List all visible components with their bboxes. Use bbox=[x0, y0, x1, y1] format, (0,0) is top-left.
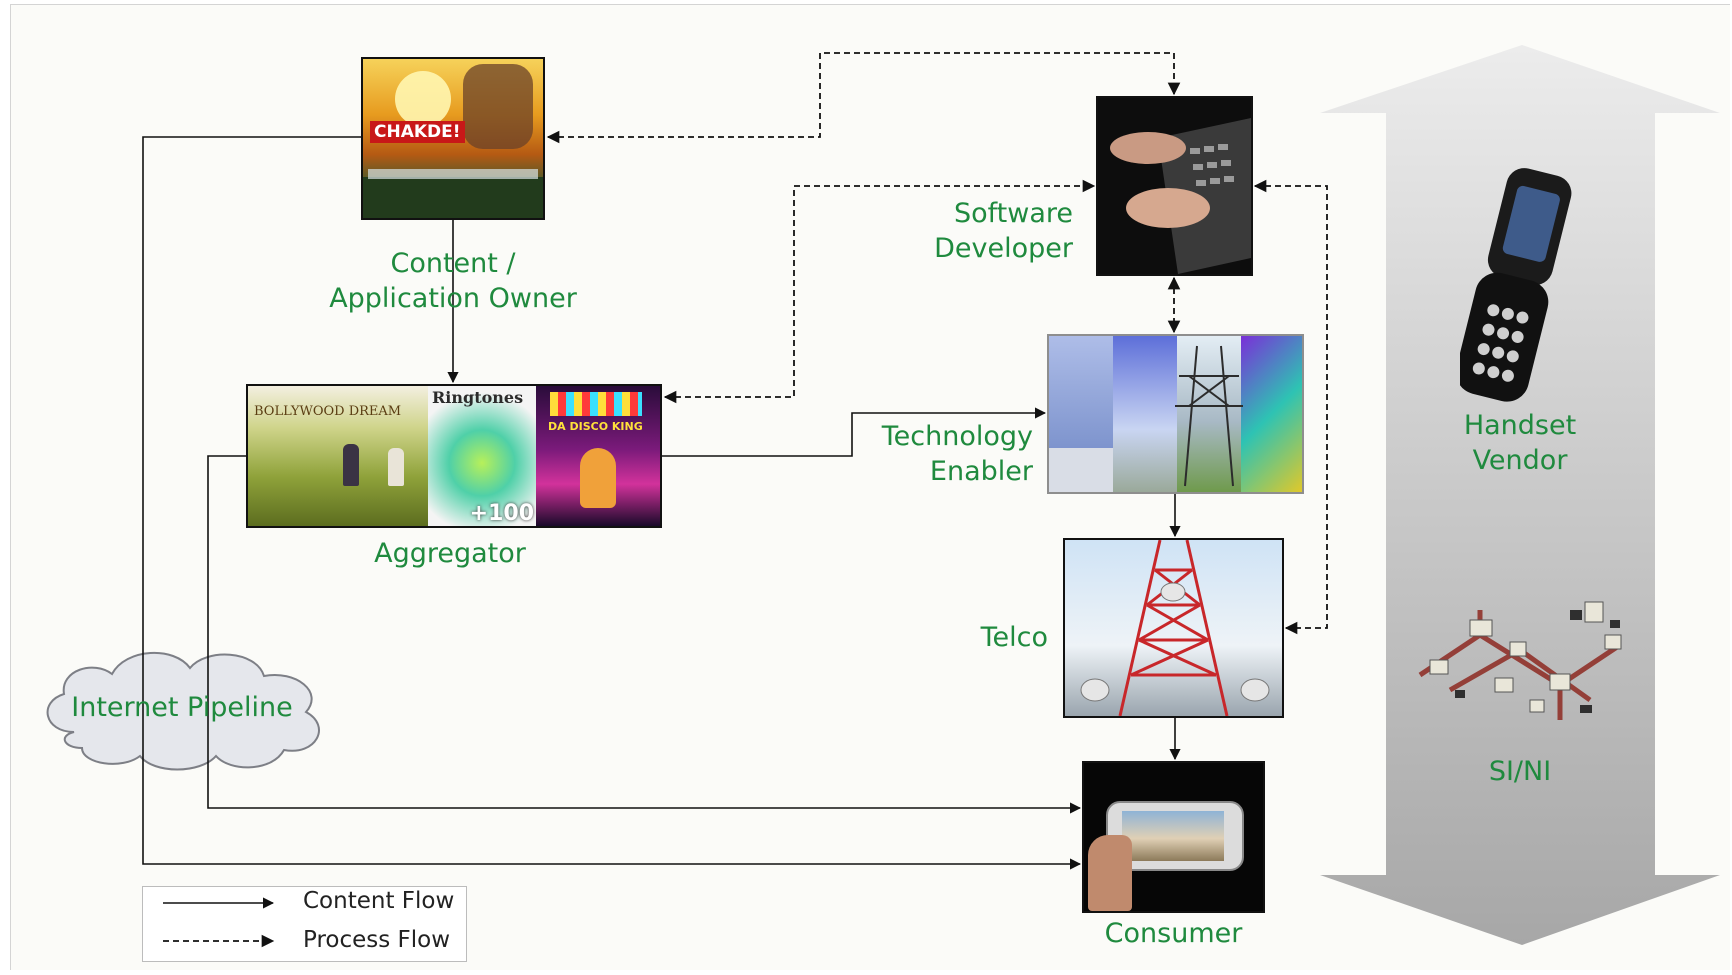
label-line: Application Owner bbox=[329, 283, 577, 314]
handset-image bbox=[1460, 168, 1572, 402]
content-flow-aggregator-to-enabler bbox=[662, 407, 1047, 457]
label-line: Vendor bbox=[1472, 445, 1568, 476]
label-line: Software bbox=[953, 198, 1073, 229]
content-owner-image: CHAKDE! bbox=[361, 57, 545, 220]
label-line: Enabler bbox=[929, 456, 1033, 487]
tile-title: BOLLYWOOD DREAM bbox=[254, 404, 402, 419]
label-line: Developer bbox=[934, 233, 1073, 264]
software-developer-label: Software Developer bbox=[880, 196, 1073, 266]
content-flow-aggregator-to-consumer bbox=[207, 455, 1082, 814]
couple-figure bbox=[343, 444, 359, 486]
aggregator-label: Aggregator bbox=[374, 538, 526, 569]
consumer-image bbox=[1082, 761, 1265, 913]
label-line: Handset bbox=[1463, 410, 1577, 441]
tile-title: DA DISCO KING bbox=[548, 420, 643, 433]
bollywood-dream-tile: BOLLYWOOD DREAM bbox=[248, 386, 428, 526]
internet-pipeline-label: Internet Pipeline bbox=[71, 692, 293, 723]
label-line: Content / bbox=[390, 248, 516, 279]
legend-content-flow: Content Flow bbox=[303, 888, 455, 914]
couple-figure bbox=[388, 448, 404, 486]
internet-cloud bbox=[46, 651, 320, 771]
label-line: Technology bbox=[881, 421, 1033, 452]
content-flow-owner-to-consumer bbox=[142, 136, 1082, 870]
process-flow-developer-telco bbox=[1253, 179, 1328, 635]
legend-process-flow: Process Flow bbox=[303, 927, 451, 953]
process-flow-developer-owner bbox=[546, 52, 1181, 144]
hand-shape bbox=[1088, 835, 1132, 911]
tile-title: Ringtones bbox=[432, 388, 524, 407]
bidirectional-band-arrow bbox=[1320, 45, 1720, 945]
content-owner-label: Content / Application Owner bbox=[318, 246, 588, 316]
si-ni-image bbox=[1418, 601, 1622, 720]
tile-count: +100 bbox=[469, 501, 534, 526]
tech-panel bbox=[1049, 448, 1113, 492]
telco-image bbox=[1063, 538, 1284, 718]
consumer-label: Consumer bbox=[1104, 918, 1243, 949]
si-ni-label: SI/NI bbox=[1488, 756, 1552, 787]
handset-vendor-label: Handset Vendor bbox=[1420, 408, 1620, 478]
phone-screen bbox=[1122, 811, 1224, 861]
tower-art bbox=[1080, 540, 1270, 716]
legend-swatches bbox=[163, 897, 275, 948]
disco-king-tile: DA DISCO KING bbox=[536, 386, 660, 526]
poster-title: CHAKDE! bbox=[370, 121, 465, 143]
legend: Content Flow Process Flow bbox=[142, 886, 467, 962]
technology-enabler-label: Technology Enabler bbox=[820, 419, 1033, 489]
aggregator-image: BOLLYWOOD DREAM Ringtones +100 DA DISCO … bbox=[246, 384, 662, 528]
telco-label: Telco bbox=[980, 622, 1048, 653]
chakde-poster-art bbox=[363, 64, 543, 218]
tile-banner bbox=[550, 392, 642, 416]
disco-figure bbox=[580, 448, 616, 508]
pylon-art bbox=[1175, 345, 1243, 487]
process-flow-developer-aggregator bbox=[663, 179, 1096, 404]
tech-panel bbox=[1113, 336, 1177, 492]
ringtones-tile: Ringtones +100 bbox=[428, 386, 536, 526]
